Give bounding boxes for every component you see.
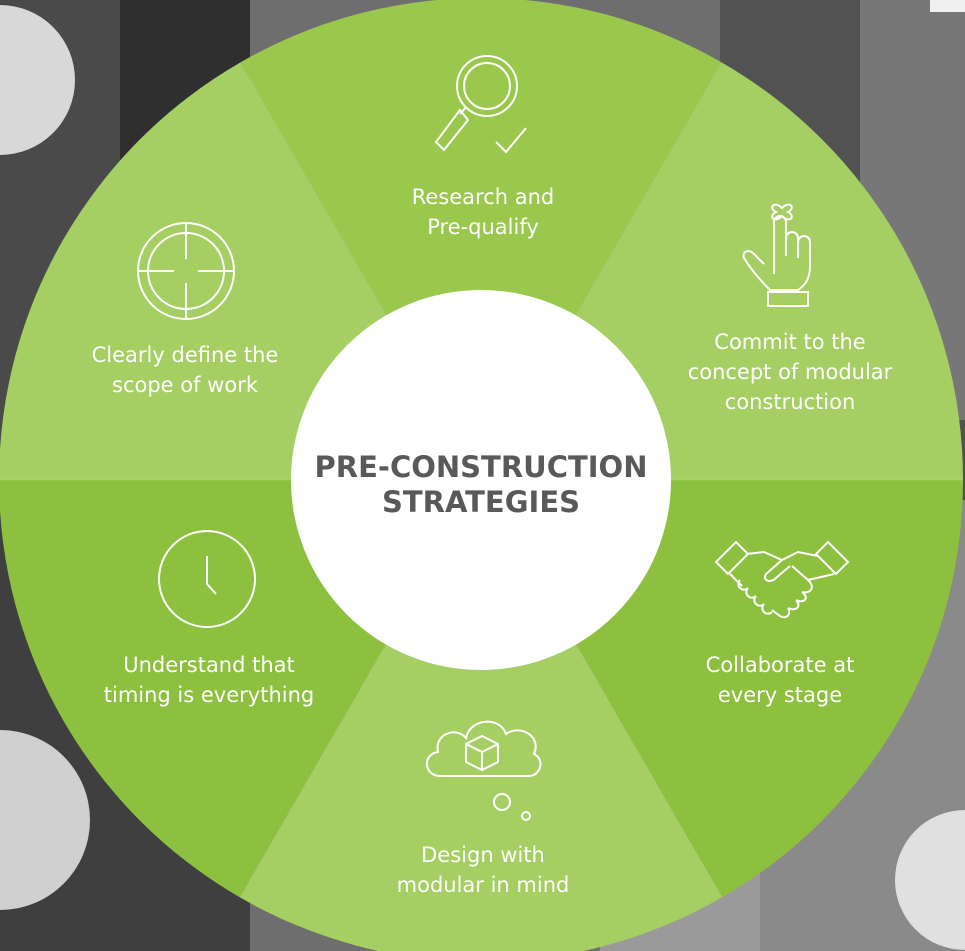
center-title: PRE-CONSTRUCTION STRATEGIES	[314, 450, 648, 519]
segment-label-commit: Commit to the concept of modular constru…	[687, 330, 893, 414]
segment-label-collaborate: Collaborate at every stage	[705, 653, 855, 707]
center-circle	[291, 290, 671, 670]
magnifier-check-icon	[432, 48, 532, 158]
wheel-segment-research	[240, 0, 722, 480]
segment-label-scope: Clearly define the scope of work	[91, 343, 279, 397]
finger-string-icon	[738, 200, 823, 310]
crosshair-icon	[135, 220, 237, 322]
clock-icon	[156, 528, 258, 630]
segment-label-research: Research and Pre-qualify	[411, 185, 555, 239]
wheel-segment-design	[240, 480, 722, 951]
segment-label-timing: Understand that timing is everything	[103, 653, 315, 707]
segment-label-design: Design with modular in mind	[396, 843, 570, 897]
cloud-cube-icon	[420, 702, 545, 822]
handshake-icon	[712, 536, 852, 626]
